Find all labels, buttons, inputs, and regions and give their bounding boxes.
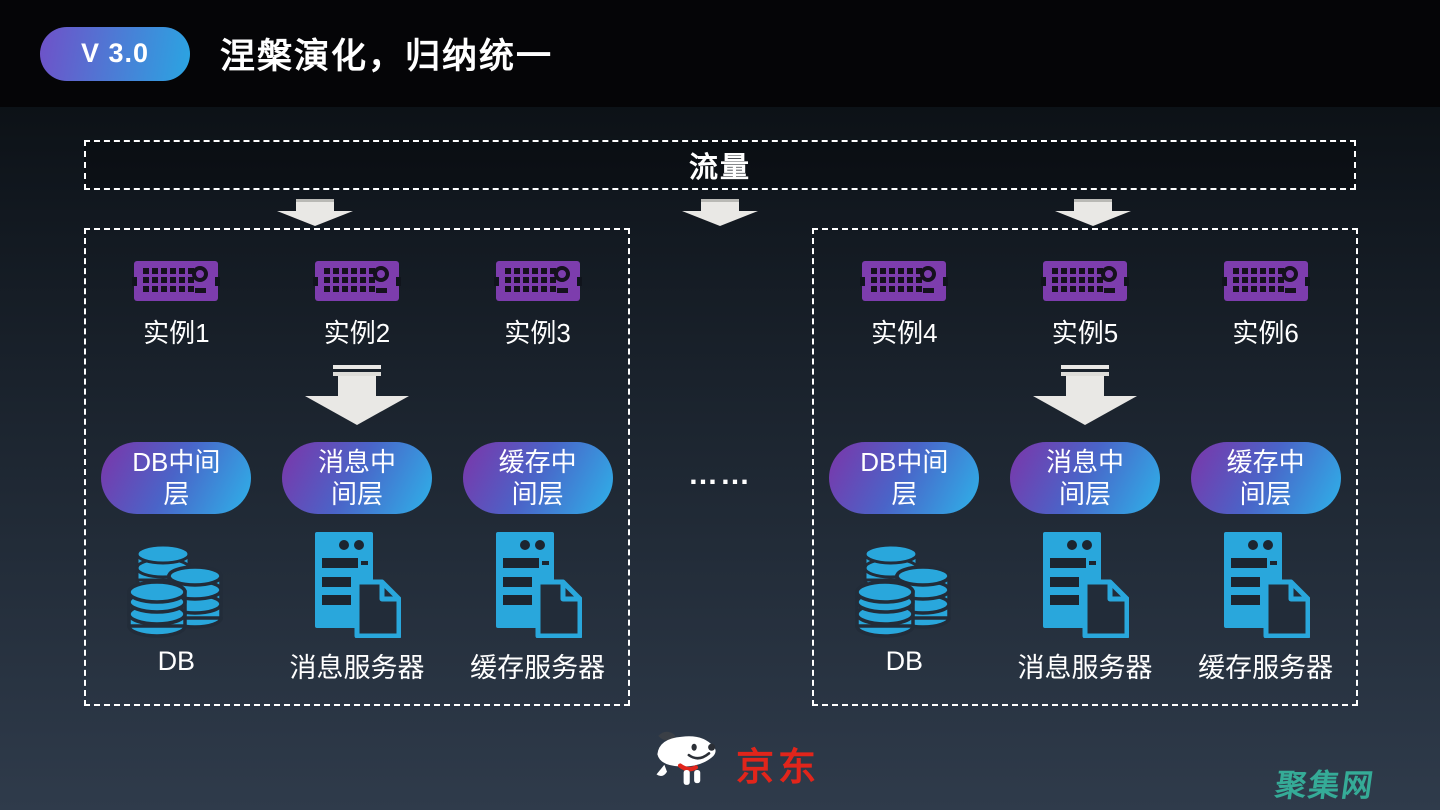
server-label: 缓存服务器 [1198,653,1334,683]
instance: 实例5 [1040,258,1129,350]
middleware-pill: DB中间 层 [829,442,980,514]
instance-label: 实例1 [143,318,210,348]
middleware-pill: 缓存中 间层 [462,442,613,514]
instance-server-icon [860,259,949,303]
instance-label: 实例3 [504,318,571,348]
instance: 实例4 [860,258,949,350]
middleware-pill: 缓存中 间层 [1190,442,1341,514]
instance-server-icon [132,259,221,303]
middleware-pill: 消息中 间层 [281,442,432,514]
instance: 实例6 [1221,258,1310,350]
servers-row: DB 消息服务器 缓存服务器 [86,536,628,685]
down-arrow-icon [277,199,353,226]
cluster-group-left: 实例1 实例2 实例3 DB中间 层 消息中 间层 缓存中 间层 DB [84,228,630,706]
middleware-row: DB中间 层 消息中 间层 缓存中 间层 [86,442,628,514]
cluster-group-right: 实例4 实例5 实例6 DB中间 层 消息中 间层 缓存中 间层 DB [812,228,1358,706]
database-icon [127,543,224,638]
instance-label: 实例6 [1232,318,1299,348]
servers-row: DB 消息服务器 缓存服务器 [814,536,1356,685]
server-label: 消息服务器 [1017,653,1153,683]
server: 消息服务器 [1017,536,1152,685]
instance-server-icon [493,259,582,303]
arrow-row [814,365,1356,425]
arrow-row [86,365,628,425]
database-icon [855,543,952,638]
traffic-label: 流量 [688,152,751,184]
big-down-arrow-icon [305,365,409,425]
instance-label: 实例5 [1051,318,1119,348]
jd-logo: 京东 [646,728,820,798]
jd-logo-text: 京东 [736,746,821,789]
middleware-pill: 消息中 间层 [1009,442,1160,514]
slide-title: 涅槃演化，归纳统一 [220,37,554,76]
down-arrow-icon [682,199,758,226]
server: DB [855,536,953,685]
server-document-icon [1222,532,1310,638]
instances-row: 实例1 实例2 实例3 [86,258,628,350]
instance: 实例1 [132,258,221,350]
middleware-pill: DB中间 层 [101,442,252,514]
version-badge: V 3.0 [40,26,190,81]
server: 缓存服务器 [470,536,605,685]
instance-server-icon [312,259,401,303]
traffic-box: 流量 [84,140,1356,190]
server: DB [127,536,225,685]
server: 消息服务器 [289,536,424,685]
down-arrow-icon [1055,199,1131,226]
instance-server-icon [1040,259,1129,303]
instance: 实例3 [493,258,582,350]
server-label: DB [157,646,196,676]
big-down-arrow-icon [1033,365,1137,425]
server-label: DB [885,646,924,676]
server-document-icon [1041,532,1129,638]
server-document-icon [313,532,401,638]
ellipsis: …… [688,458,752,491]
instances-row: 实例4 实例5 实例6 [814,258,1356,350]
server-label: 缓存服务器 [470,653,606,683]
instance-label: 实例2 [323,318,391,348]
top-bar: V 3.0 涅槃演化，归纳统一 [0,0,1440,107]
watermark: 聚集网 [1273,768,1378,803]
server: 缓存服务器 [1198,536,1333,685]
server-label: 消息服务器 [289,653,425,683]
instance-label: 实例4 [871,318,938,348]
middleware-row: DB中间 层 消息中 间层 缓存中 间层 [814,442,1356,514]
jd-mascot-icon [656,731,716,785]
server-document-icon [494,532,582,638]
instance: 实例2 [312,258,401,350]
instance-server-icon [1221,259,1310,303]
